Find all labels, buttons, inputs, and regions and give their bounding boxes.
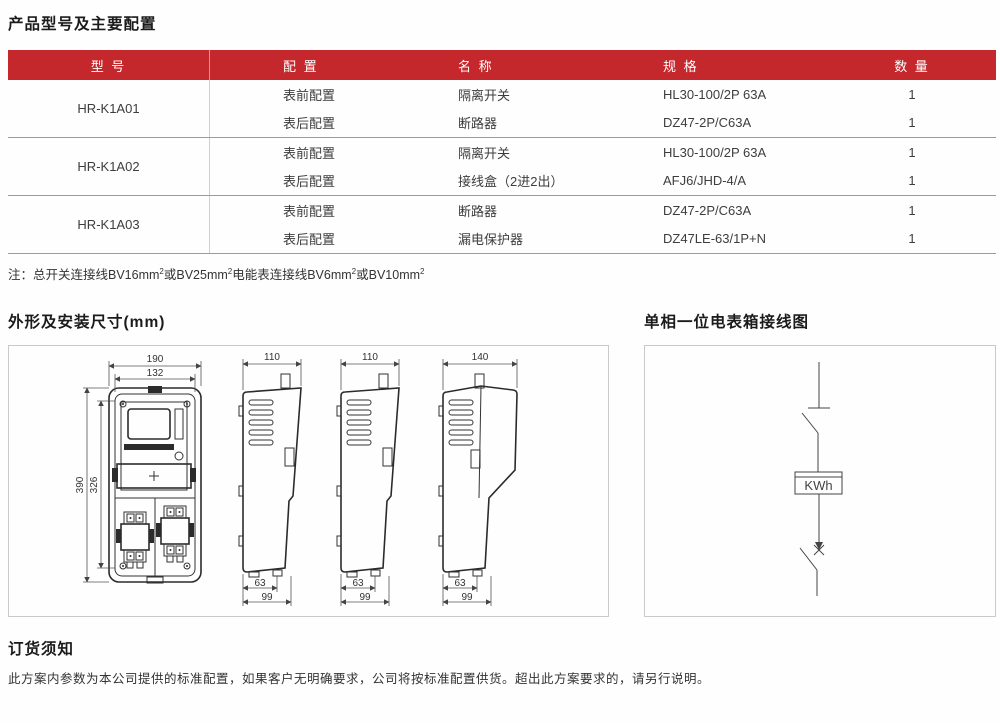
quantity-cell: 1	[908, 115, 916, 131]
dim-label-326: 326	[89, 476, 100, 493]
product-config-table: 型 号 配 置 名 称 规 格 数 量 HR-K1A01 表前配置 隔离开关 H…	[8, 50, 996, 254]
dim-label-63: 63	[454, 578, 466, 589]
front-view-drawing: 190 132 390 326	[75, 354, 202, 584]
table-subrow: 表后配置 断路器 DZ47-2P/C63A 1	[210, 109, 996, 138]
model-cell: HR-K1A03	[8, 196, 210, 253]
table-subrow: 表后配置 接线盒（2进2出） AFJ6/JHD-4/A 1	[210, 167, 996, 196]
name-cell: 漏电保护器	[458, 232, 524, 248]
dim-label-110: 110	[362, 352, 378, 363]
col-header-model: 型 号	[8, 50, 210, 80]
col-header-name: 名 称	[458, 58, 494, 74]
side-view-1-drawing: 110 63 99	[238, 352, 302, 606]
name-cell: 接线盒（2进2出）	[458, 174, 564, 190]
table-subrow: 表前配置 隔离开关 HL30-100/2P 63A 1	[210, 80, 996, 109]
col-header-spec: 规 格	[663, 58, 699, 74]
dim-label-110: 110	[264, 352, 280, 363]
quantity-cell: 1	[908, 202, 916, 218]
dimension-drawings-panel: 190 132 390 326	[8, 345, 609, 617]
table-subrow: 表前配置 隔离开关 HL30-100/2P 63A 1	[210, 138, 996, 167]
single-line-diagram: KWh	[794, 362, 843, 596]
quantity-cell: 1	[908, 173, 916, 189]
table-header-row: 型 号 配 置 名 称 规 格 数 量	[8, 50, 996, 80]
dim-label-63: 63	[352, 578, 364, 589]
spec-cell: HL30-100/2P 63A	[663, 86, 767, 102]
breaker-drawing	[116, 511, 154, 569]
config-cell: 表后配置	[283, 174, 336, 190]
dim-label-140: 140	[472, 352, 489, 363]
dim-label-132: 132	[147, 368, 164, 379]
table-subrow: 表后配置 漏电保护器 DZ47LE-63/1P+N 1	[210, 225, 996, 254]
quantity-cell: 1	[908, 86, 916, 102]
table-row: HR-K1A03 表前配置 断路器 DZ47-2P/C63A 1 表后配置 漏电…	[8, 195, 996, 253]
col-header-config: 配 置	[283, 58, 319, 74]
config-cell: 表前配置	[283, 145, 336, 161]
wiring-diagram-panel: KWh	[644, 345, 996, 617]
page-title: 产品型号及主要配置	[8, 16, 157, 33]
spec-cell: AFJ6/JHD-4/A	[663, 173, 747, 189]
ordering-note-text: 此方案内参数为本公司提供的标准配置，如果客户无明确要求，公司将按标准配置供货。超…	[8, 672, 711, 686]
name-cell: 隔离开关	[458, 87, 511, 103]
dim-label-190: 190	[147, 354, 164, 365]
config-cell: 表前配置	[283, 87, 336, 103]
wiring-note: 注：总开关连接线BV16mm2或BV25mm2电能表连接线BV6mm2或BV10…	[8, 266, 425, 282]
dimensions-section-title: 外形及安装尺寸(mm)	[8, 314, 166, 331]
config-cell: 表前配置	[283, 203, 336, 219]
side-view-3-drawing: 140 63 99	[438, 352, 518, 606]
spec-cell: DZ47LE-63/1P+N	[663, 231, 766, 247]
spec-cell: DZ47-2P/C63A	[663, 202, 752, 218]
spec-cell: HL30-100/2P 63A	[663, 144, 767, 160]
wiring-section-title: 单相一位电表箱接线图	[644, 314, 810, 331]
breaker-drawing	[156, 505, 194, 563]
quantity-cell: 1	[908, 231, 916, 247]
config-cell: 表后配置	[283, 116, 336, 132]
dim-label-63: 63	[254, 578, 266, 589]
dim-label-99: 99	[461, 592, 473, 603]
ordering-section-title: 订货须知	[8, 641, 75, 658]
wiring-diagram-svg: KWh	[794, 362, 843, 596]
dim-label-99: 99	[261, 592, 273, 603]
table-row: HR-K1A02 表前配置 隔离开关 HL30-100/2P 63A 1 表后配…	[8, 137, 996, 195]
col-header-quantity: 数 量	[894, 58, 930, 74]
dim-label-390: 390	[75, 476, 86, 493]
name-cell: 断路器	[458, 203, 498, 219]
name-cell: 隔离开关	[458, 145, 511, 161]
table-row: HR-K1A01 表前配置 隔离开关 HL30-100/2P 63A 1 表后配…	[8, 80, 996, 137]
model-cell: HR-K1A01	[8, 80, 210, 137]
dim-label-99: 99	[359, 592, 371, 603]
arrow-down-icon	[815, 542, 823, 550]
quantity-cell: 1	[908, 144, 916, 160]
config-cell: 表后配置	[283, 232, 336, 248]
model-cell: HR-K1A02	[8, 138, 210, 195]
kwh-meter-symbol: KWh	[794, 471, 843, 495]
spec-cell: DZ47-2P/C63A	[663, 115, 752, 131]
dimension-drawings-svg: 190 132 390 326	[75, 352, 518, 606]
kwh-label: KWh	[804, 478, 832, 493]
side-view-2-drawing: 110 63 99	[336, 352, 400, 606]
name-cell: 断路器	[458, 116, 498, 132]
breaker-symbol	[799, 544, 825, 596]
table-body: HR-K1A01 表前配置 隔离开关 HL30-100/2P 63A 1 表后配…	[8, 80, 996, 254]
table-subrow: 表前配置 断路器 DZ47-2P/C63A 1	[210, 196, 996, 225]
